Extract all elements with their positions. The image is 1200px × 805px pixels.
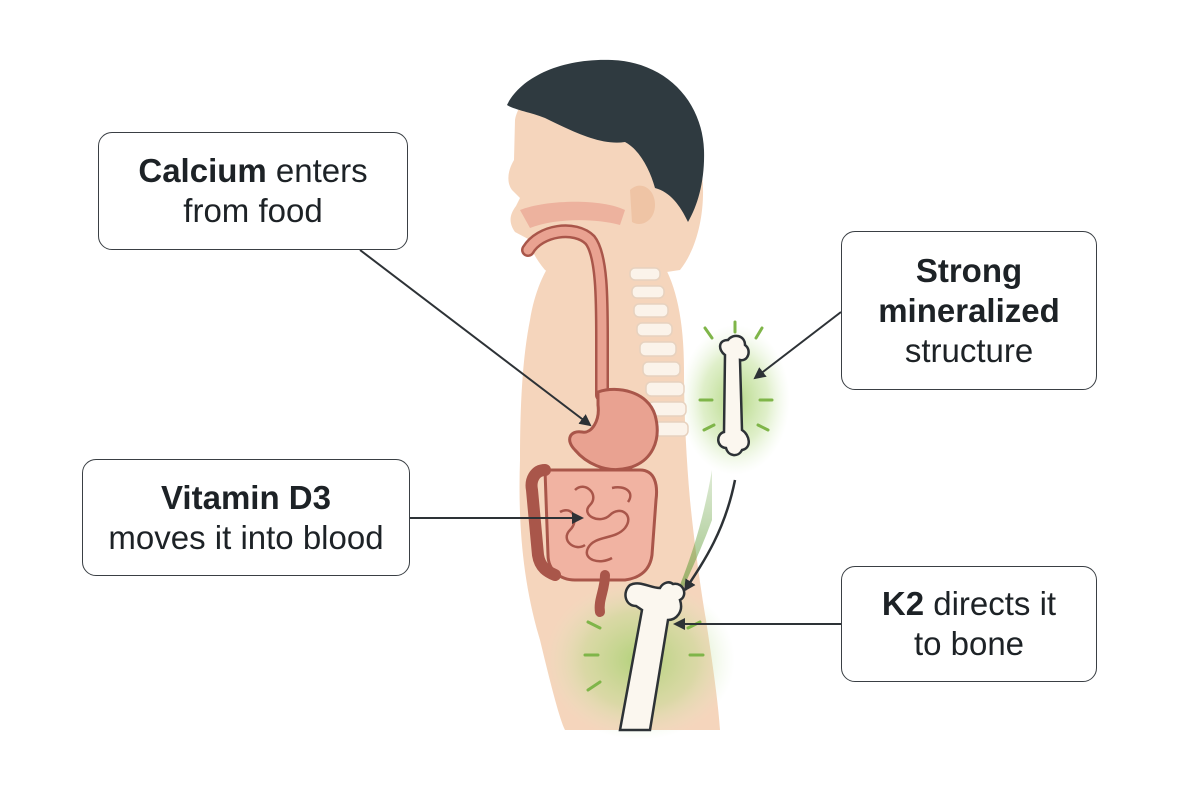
stomach (568, 387, 659, 471)
k2-line1-rest: directs it (924, 585, 1057, 622)
calcium-line1: Calcium enters (138, 151, 367, 191)
vitamin-d3-bold: Vitamin D3 (161, 478, 331, 516)
calcium-bold: Calcium (138, 152, 267, 189)
small-bone (717, 334, 750, 457)
calcium-line1-rest: enters (266, 152, 368, 189)
flow-arrow (683, 479, 737, 592)
spine (629, 267, 689, 437)
mineralized-line3: structure (904, 331, 1034, 369)
k2-bold: K2 (881, 585, 925, 622)
mineralized-line1: Strong (916, 251, 1022, 291)
vitamin-d3-line1: Vitamin D3 (161, 478, 331, 518)
small-bone-rays (698, 320, 774, 432)
nasal-cavity (520, 201, 625, 228)
hair (507, 59, 705, 222)
femur-bone (618, 581, 686, 732)
mineral-arrow (753, 311, 842, 380)
mineralized-callout: Strong mineralized structure (841, 231, 1097, 390)
k2-line1: K2 directs it (882, 584, 1056, 624)
k2-line2: to bone (913, 625, 1025, 662)
k2-callout: K2 directs it to bone (841, 566, 1097, 682)
calcium-arrow (359, 249, 592, 427)
mineralized-bold-1: Strong (915, 251, 1023, 289)
calcium-line2: from food (183, 192, 323, 229)
rectum (594, 570, 610, 617)
vitamin-d3-line2: moves it into blood (108, 518, 384, 556)
vitamin-d3-callout: Vitamin D3 moves it into blood (82, 459, 410, 576)
calcium-callout: Calcium enters from food (98, 132, 408, 250)
intestines (525, 464, 659, 617)
mineralized-bold-2: mineralized (878, 291, 1060, 329)
mineralized-line2: mineralized (878, 291, 1060, 331)
ear (630, 185, 655, 225)
